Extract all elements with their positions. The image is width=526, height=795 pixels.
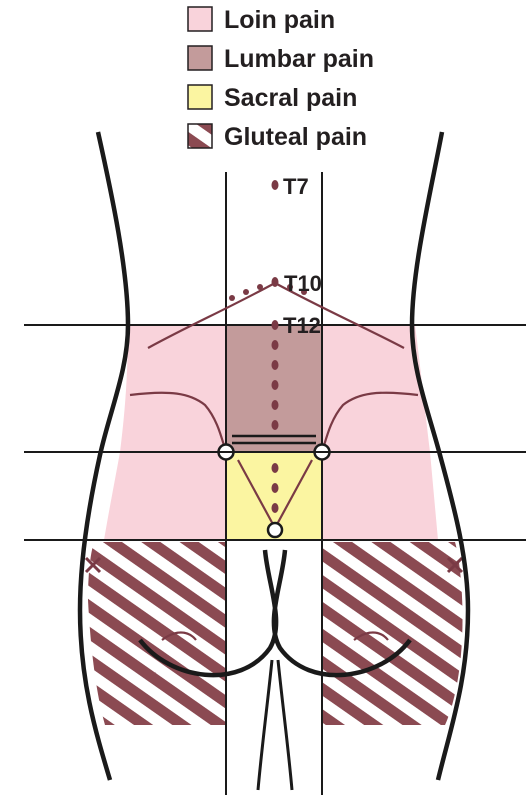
spine-dot xyxy=(272,320,279,330)
spine-dot xyxy=(272,503,279,513)
gluteal-region-left xyxy=(88,542,226,725)
inner-leg-lines xyxy=(258,660,292,790)
spine-dot xyxy=(272,360,279,370)
legend-swatch-loin xyxy=(188,7,212,31)
label-t12: T12 xyxy=(283,313,321,338)
rib-dot xyxy=(257,284,263,290)
spine-dot xyxy=(272,180,279,190)
psis-marker-left xyxy=(219,445,234,460)
spine-dot xyxy=(272,380,279,390)
spine-dot xyxy=(272,340,279,350)
spine-dot xyxy=(272,400,279,410)
gluteal-region-right xyxy=(322,542,463,725)
legend-swatch-lumbar xyxy=(188,46,212,70)
legend: Loin pain Lumbar pain Sacral pain Glutea… xyxy=(188,6,374,151)
legend-swatch-sacral xyxy=(188,85,212,109)
legend-swatch-gluteal xyxy=(188,124,212,148)
coccyx-marker xyxy=(268,523,282,537)
legend-label-sacral: Sacral pain xyxy=(224,84,357,112)
legend-label-gluteal: Gluteal pain xyxy=(224,123,367,151)
rib-dot xyxy=(229,295,235,301)
label-t7: T7 xyxy=(283,174,309,199)
legend-label-lumbar: Lumbar pain xyxy=(224,45,374,73)
spine-dot xyxy=(272,420,279,430)
spine-dot xyxy=(272,277,279,287)
label-t10: T10 xyxy=(284,271,322,296)
psis-marker-right xyxy=(315,445,330,460)
spine-dot xyxy=(272,463,279,473)
legend-label-loin: Loin pain xyxy=(224,6,335,34)
spine-dot xyxy=(272,483,279,493)
rib-dot xyxy=(243,289,249,295)
